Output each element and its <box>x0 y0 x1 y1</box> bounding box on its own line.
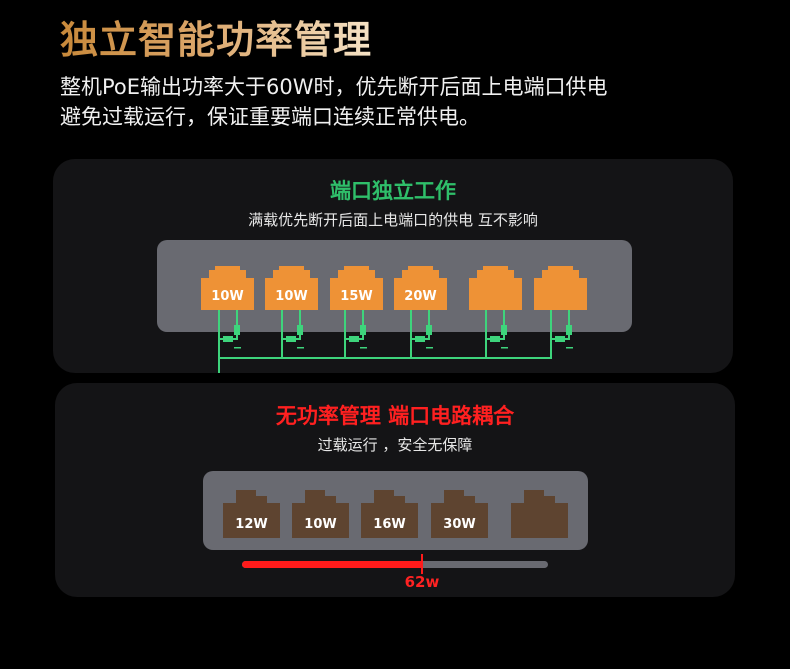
managed-panel-subtitle: 满载优先断开后面上电端口的供电 互不影响 <box>248 211 538 229</box>
description-line-1: 整机PoE输出功率大于60W时，优先断开后面上电端口供电 <box>60 75 608 99</box>
rj45-port-icon <box>469 266 522 310</box>
rj45-port-icon <box>431 490 488 538</box>
unmanaged-port-2: 10W <box>292 490 349 538</box>
rj45-port-icon <box>534 266 587 310</box>
rj45-port-icon <box>292 490 349 538</box>
rj45-port-icon <box>201 266 254 310</box>
unmanaged-panel-subtitle: 过载运行 ，安全无保障 <box>317 436 473 454</box>
rj45-port-icon <box>361 490 418 538</box>
unmanaged-port-5 <box>511 490 568 538</box>
managed-port-6 <box>534 266 587 310</box>
rj45-port-icon <box>511 490 568 538</box>
rj45-port-icon <box>265 266 318 310</box>
unmanaged-panel-title: 无功率管理 端口电路耦合 <box>275 404 515 428</box>
unmanaged-port-1: 12W <box>223 490 280 538</box>
description: 整机PoE输出功率大于60W时，优先断开后面上电端口供电 避免过载运行，保证重要… <box>60 72 608 132</box>
power-bar-label: 62w <box>404 573 440 591</box>
unmanaged-port-3: 16W <box>361 490 418 538</box>
managed-port-1: 10W <box>201 266 254 310</box>
rj45-port-icon <box>330 266 383 310</box>
description-line-2: 避免过载运行，保证重要端口连续正常供电。 <box>60 105 480 129</box>
unmanaged-port-4: 30W <box>431 490 488 538</box>
managed-port-5 <box>469 266 522 310</box>
managed-panel-title: 端口独立工作 <box>330 179 456 203</box>
rj45-port-icon <box>223 490 280 538</box>
power-bar-marker <box>421 554 423 574</box>
rj45-port-icon <box>394 266 447 310</box>
managed-port-2: 10W <box>265 266 318 310</box>
managed-port-3: 15W <box>330 266 383 310</box>
power-bar-fill <box>242 561 422 568</box>
managed-port-4: 20W <box>394 266 447 310</box>
page-title: 独立智能功率管理 <box>60 18 373 62</box>
